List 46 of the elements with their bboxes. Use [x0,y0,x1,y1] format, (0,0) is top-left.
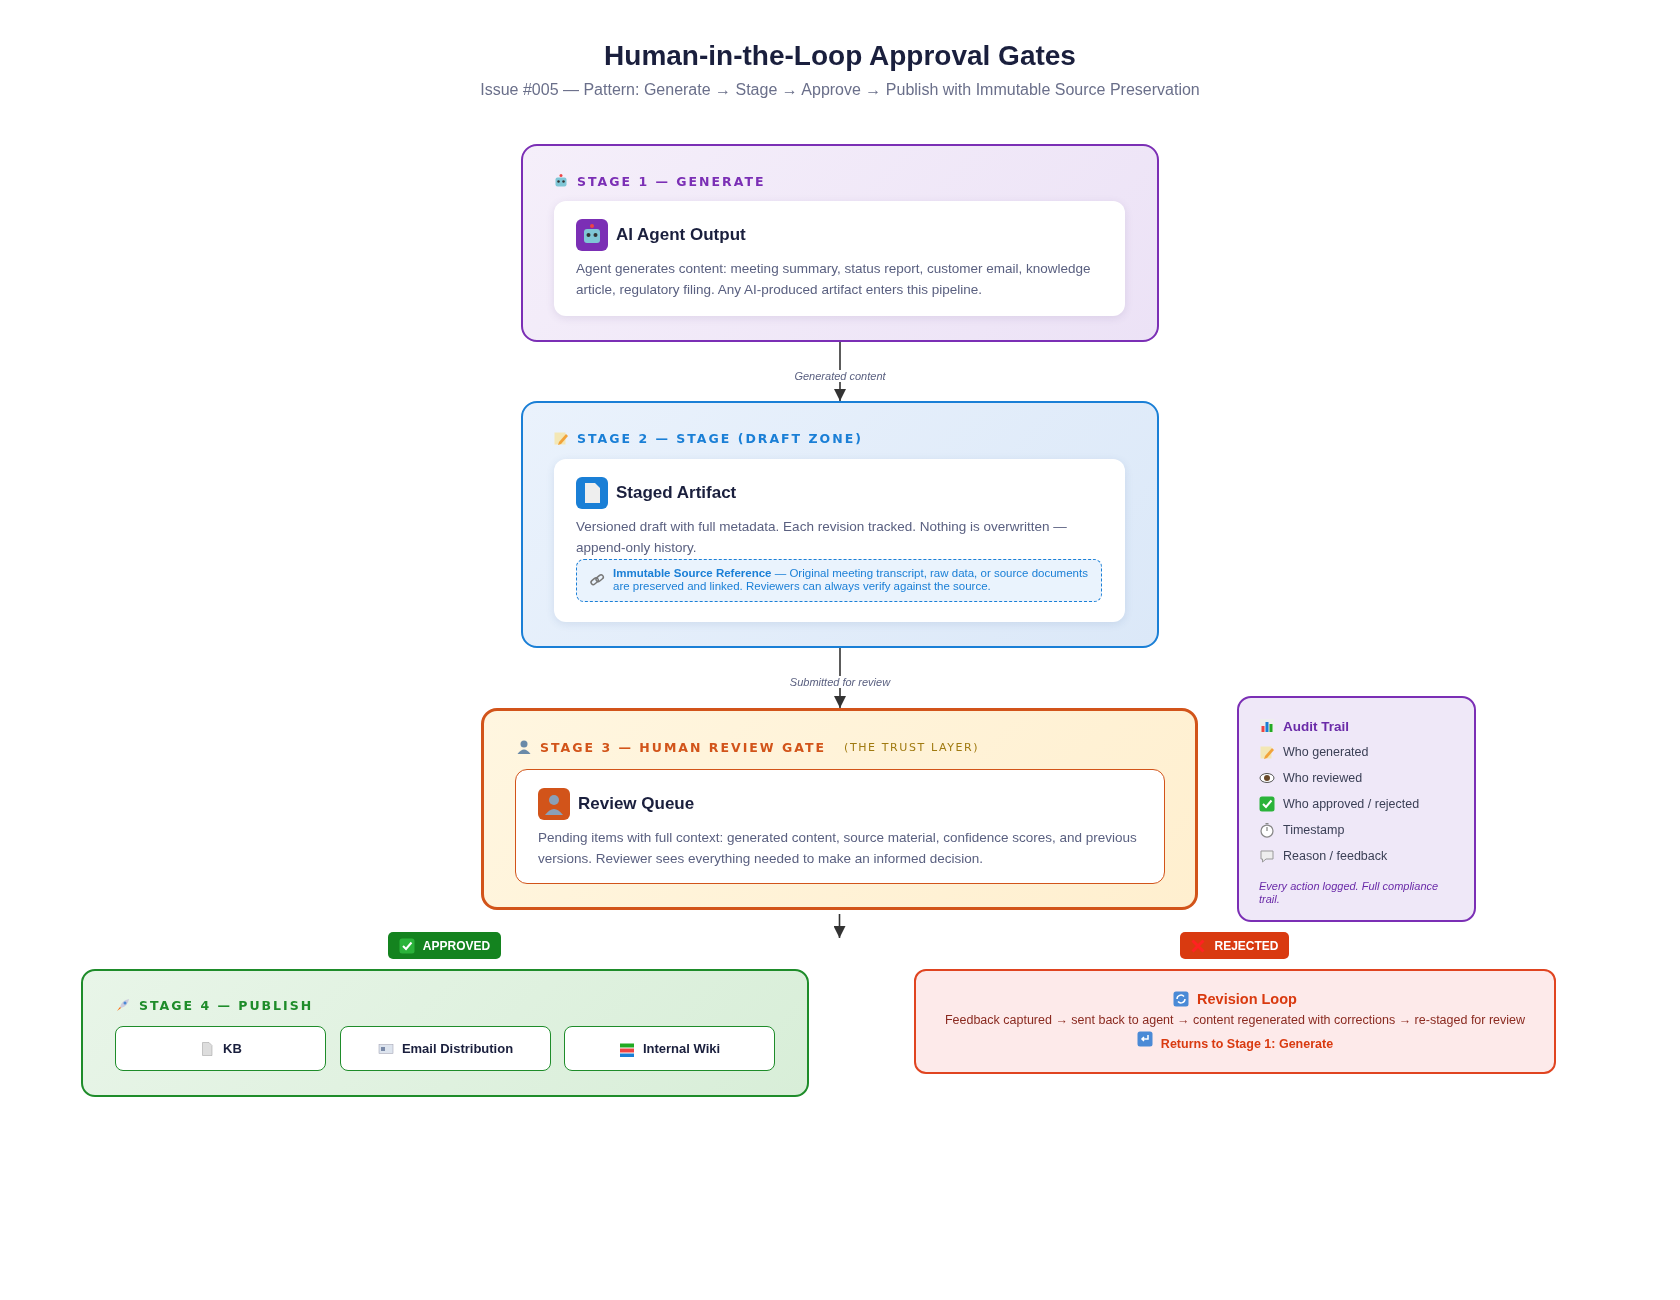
revision-panel [914,969,1556,1074]
panel-title: Audit Trail [1283,718,1349,734]
diagram-title: Human-in-the-Loop Approval Gates [603,40,1077,72]
list-item: Who approved / rejected [1283,797,1420,811]
badge-label: APPROVED [422,938,491,953]
destination-card [115,1026,326,1071]
stage-panel [481,708,1198,910]
panel-title: Revision Loop [1197,991,1297,1007]
card-title: Review Queue [578,794,695,814]
stage-panel [521,401,1159,648]
arrow [833,913,846,939]
return-note: Returns to Stage 1: Generate [1160,1037,1334,1051]
badge-label: REJECTED [1214,938,1279,953]
stage-subheading: (THE TRUST LAYER) [844,740,980,754]
stage-heading: STAGE 2 — STAGE (DRAFT ZONE) [577,430,863,446]
card-title: AI Agent Output [616,225,746,245]
stage-heading: STAGE 3 — HUMAN REVIEW GATE [540,739,827,755]
list-item: Timestamp [1283,823,1345,837]
card-description: Agent generates content: meeting summary, status report, customer email, knowledge article, regulatory filing. Any AI-produced artifact enters this pipeline. [576,260,1092,299]
card-title: Staged Artifact [616,483,737,503]
flow-description: Feedback captured → sent back to agent → content regenerated with corrections → re-staged for review [944,1013,1526,1027]
note-box [576,559,1102,602]
destination-card [340,1026,551,1071]
status-badge [388,932,501,959]
destination-card [564,1026,775,1071]
card-description: Versioned draft with full metadata. Each revision tracked. Nothing is overwritten — append-only history. [576,518,1068,557]
destination-label: Internal Wiki [642,1041,721,1056]
subtitle: Issue #005 — Pattern: Generate → Stage → Approve → Publish with Immutable Source Preservation [479,81,1201,99]
card [515,769,1165,884]
stage-panel [521,144,1159,342]
status-badge [1180,932,1289,959]
audit-panel [1237,696,1476,922]
card [554,201,1125,316]
destination-label: Email Distribution [401,1041,514,1056]
stage-panel [81,969,809,1097]
card [554,459,1125,622]
note-text: Immutable Source Reference — Original meeting transcript, raw data, or source documents are preserved and linked. Reviewers can always verify against the source. [613,567,1089,594]
arrow [834,341,846,402]
stage-heading: STAGE 1 — GENERATE [577,173,766,189]
list-item: Reason / feedback [1283,849,1388,863]
card-description: Pending items with full context: generated content, source material, confidence scores, and previous versions. Reviewer sees everything needed to make an informed decision. [538,829,1138,868]
list-item: Who reviewed [1283,771,1363,785]
destination-label: KB [223,1041,242,1056]
stage-heading: STAGE 4 — PUBLISH [139,997,314,1013]
footnote: Every action logged. Full compliance trail. [1259,880,1440,906]
list-item: Who generated [1283,745,1369,759]
